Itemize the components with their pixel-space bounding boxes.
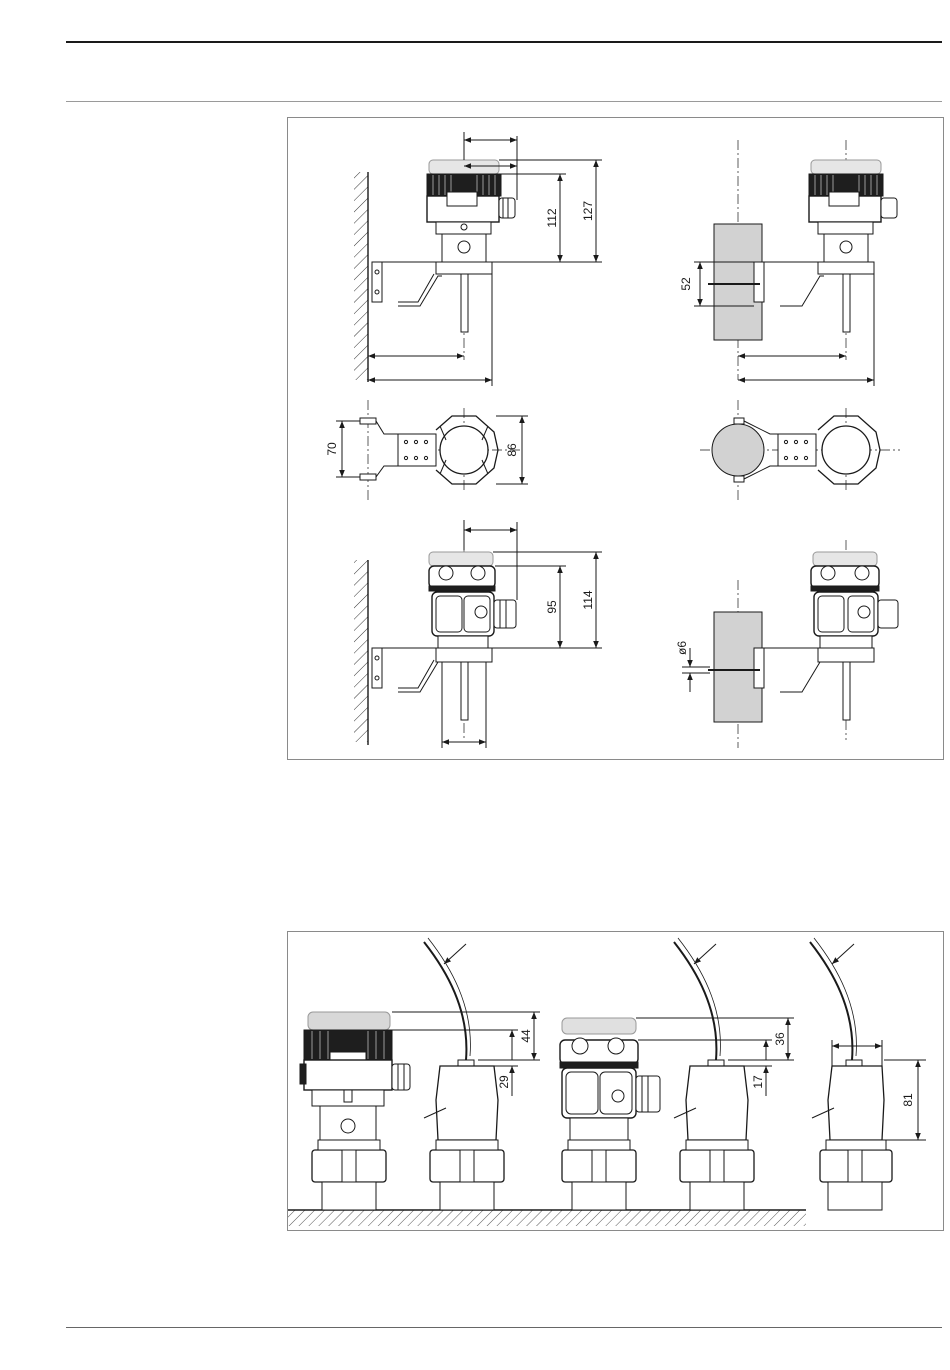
separate-sensor-unit-3 [810,938,926,1210]
separate-housing-tall-unit [300,1012,410,1210]
dim-17-label: 17 [751,1075,765,1089]
dim-52-label: 52 [679,277,693,291]
dim-6-label: ø6 [675,641,689,655]
dim-114-label: 114 [581,590,595,609]
wall-mount-compact-housing [354,520,602,748]
dim-44-label: 44 [519,1029,533,1043]
dim-36-label: 36 [773,1032,787,1046]
dim-127-label: 127 [581,201,595,221]
pipe-mount-tall-housing [694,140,897,386]
dim-95-label: 95 [545,600,559,614]
dim-70-label: 70 [325,442,339,456]
pipe-mount-compact-housing [682,540,898,748]
wall-mount-tall-housing [354,132,602,386]
dim-86-label: 86 [505,443,519,457]
separate-housing-compact-unit [560,1018,660,1210]
dim-81-label: 81 [901,1093,915,1107]
bracket-top-view-pipe [700,400,900,500]
dim-29-label: 29 [497,1075,511,1089]
dim-112-label: 112 [545,208,559,227]
separate-sensor-unit-2 [636,938,794,1210]
separate-sensor-unit-1 [392,938,540,1210]
bracket-top-view-wall [336,400,528,500]
